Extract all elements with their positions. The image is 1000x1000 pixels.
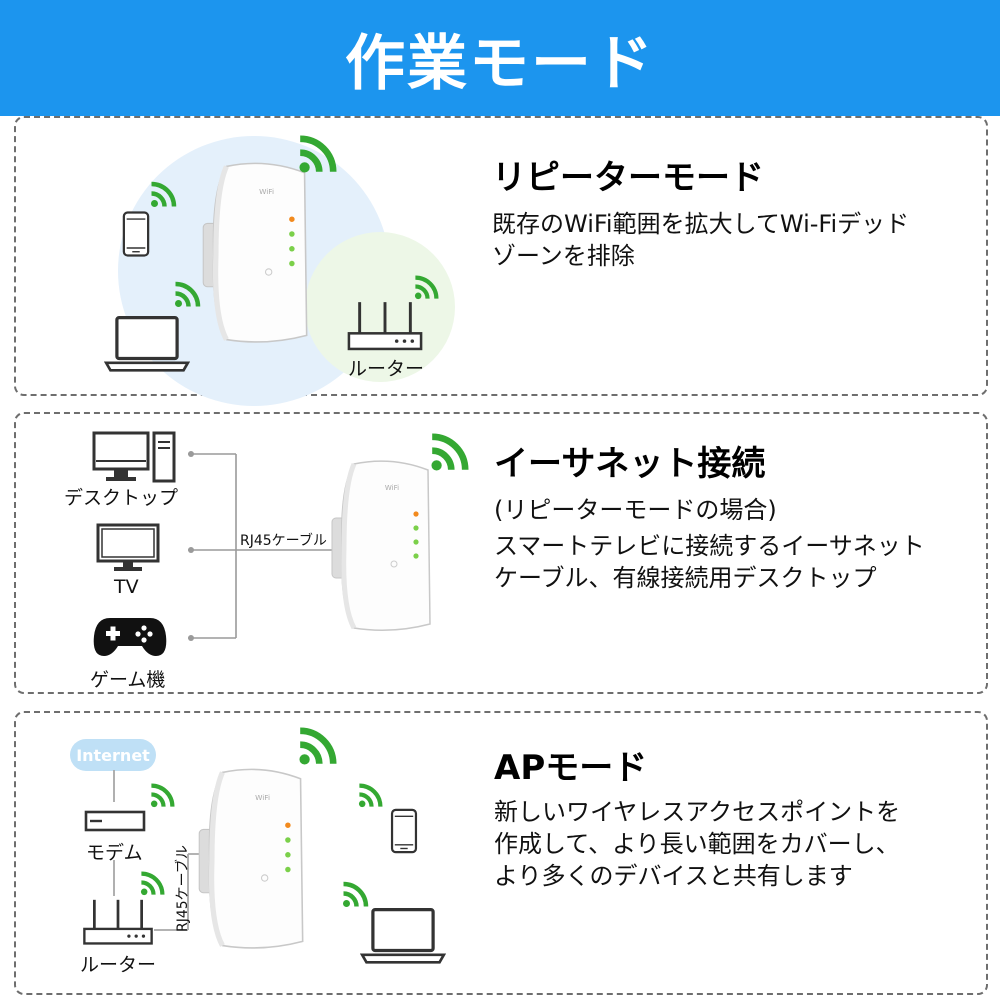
game-controller-icon: [93, 618, 167, 656]
router-label: ルーター: [80, 954, 157, 976]
smartphone-icon: [122, 210, 150, 258]
ap-mode-panel: [14, 711, 988, 995]
wifi-signal-icon: [150, 780, 178, 808]
router-icon: [80, 898, 156, 948]
wifi-signal-icon: [140, 868, 168, 896]
rj45-cable-label: RJ45ケーブル: [240, 533, 327, 549]
game-console-label: ゲーム機: [90, 669, 166, 691]
rj45-cable-label: RJ45ケーブル: [175, 845, 191, 932]
laptop-icon: [104, 314, 190, 374]
ethernet-mode-desc-line: (リピーターモードの場合): [494, 496, 777, 524]
ethernet-mode-title: イーサネット接続: [494, 444, 766, 484]
page-header: 作業モード: [0, 0, 1000, 116]
coverage-circle-small: [305, 232, 455, 382]
ethernet-mode-desc-line: ケーブル、有線接続用デスクトップ: [494, 564, 877, 592]
wifi-signal-icon: [342, 878, 372, 908]
ap-mode-desc-line: 新しいワイヤレスアクセスポイントを: [494, 798, 901, 826]
repeater-device-icon: [200, 158, 312, 348]
laptop-icon: [360, 906, 446, 966]
router-icon: [346, 300, 424, 354]
repeater-mode-desc-line: ゾーンを排除: [492, 242, 635, 270]
tv-label: TV: [114, 576, 139, 598]
repeater-mode-title: リピーターモード: [492, 158, 764, 198]
internet-cloud: Internet: [70, 739, 156, 771]
wifi-signal-icon: [298, 130, 342, 174]
wifi-signal-icon: [174, 278, 204, 308]
modem-icon: [84, 810, 146, 832]
desktop-icon: [92, 431, 176, 483]
ethernet-mode-panel: [14, 412, 988, 694]
ethernet-mode-desc-line: スマートテレビに接続するイーサネット: [494, 532, 925, 560]
internet-label: Internet: [76, 745, 150, 765]
tv-icon: [96, 523, 160, 571]
repeater-device-icon: [196, 764, 308, 954]
ap-mode-title: APモード: [494, 748, 648, 788]
desktop-label: デスクトップ: [64, 487, 179, 509]
wifi-signal-icon: [298, 722, 342, 766]
wifi-signal-icon: [430, 428, 474, 472]
wifi-signal-icon: [414, 272, 442, 300]
ap-mode-desc-line: 作成して、より長い範囲をカバーし、: [494, 830, 900, 858]
router-label: ルーター: [348, 358, 425, 380]
wifi-signal-icon: [358, 780, 386, 808]
repeater-mode-desc-line: 既存のWiFi範囲を拡大してWi-Fiデッド: [492, 210, 910, 238]
smartphone-icon: [390, 808, 418, 854]
ap-mode-desc-line: より多くのデバイスと共有します: [494, 862, 853, 890]
wifi-signal-icon: [150, 178, 180, 208]
page-title: 作業モード: [345, 28, 655, 99]
modem-label: モデム: [86, 842, 143, 864]
repeater-device-icon: [328, 456, 436, 636]
